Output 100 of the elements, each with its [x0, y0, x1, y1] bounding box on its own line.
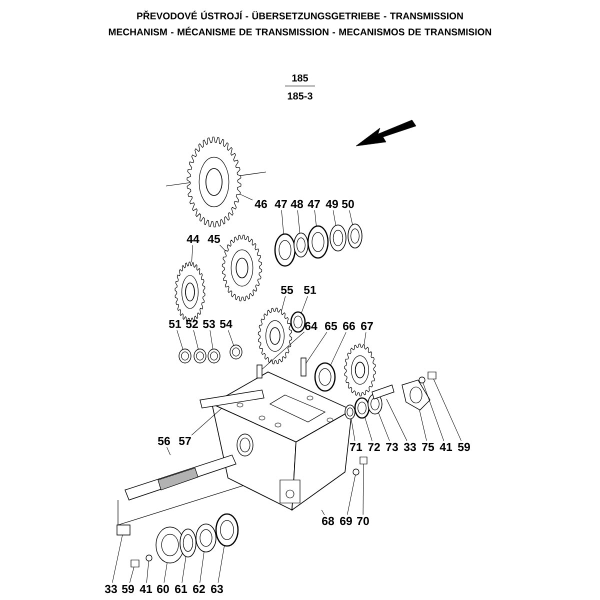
callout-number: 60	[157, 584, 169, 594]
leader-line	[146, 560, 149, 584]
washer	[194, 348, 206, 364]
washer	[178, 348, 192, 364]
callout-number: 48	[290, 200, 304, 208]
leader-line	[378, 412, 390, 442]
callout-number: 44	[186, 235, 200, 243]
bolt	[130, 560, 140, 568]
leader-line	[262, 332, 305, 370]
pin	[256, 364, 262, 378]
callout-number: 66	[343, 322, 355, 330]
callout-number: 53	[202, 320, 215, 328]
callout-number: 51	[304, 286, 316, 294]
pin	[300, 358, 306, 376]
callout-number: 59	[458, 442, 470, 452]
callout-number: 51	[168, 320, 182, 328]
callout-number: 75	[422, 443, 434, 452]
flange	[402, 380, 430, 410]
callout-number: 59	[122, 584, 134, 594]
leader-line	[362, 464, 364, 515]
leader-line	[210, 330, 214, 350]
washer	[230, 344, 242, 360]
leader-line	[219, 244, 226, 251]
leader-line	[218, 545, 225, 583]
leader-line	[166, 446, 171, 456]
callout-number: 63	[211, 584, 223, 594]
pin	[200, 390, 264, 408]
washer	[352, 468, 360, 476]
callout-number: 54	[220, 320, 232, 328]
callout-number: 45	[208, 235, 220, 244]
leader-line	[281, 210, 284, 234]
leader-line	[281, 296, 286, 311]
callout-number: 73	[386, 442, 398, 452]
leader-line	[306, 332, 328, 364]
leader-line	[422, 382, 444, 442]
callout-number: 50	[342, 200, 354, 208]
leader-line	[321, 510, 325, 516]
callout-number: 57	[178, 437, 191, 446]
bearing	[314, 362, 336, 392]
callout-number: 47	[308, 200, 320, 208]
leader-line	[347, 474, 356, 515]
leader-line	[350, 418, 356, 442]
callout-number: 49	[326, 200, 338, 208]
bearing	[290, 311, 306, 333]
leader-line	[240, 194, 253, 200]
leader-line	[297, 210, 300, 234]
callout-number: 33	[404, 442, 416, 452]
bolt	[428, 372, 436, 380]
leader-line	[314, 210, 317, 226]
ring	[196, 524, 216, 552]
callout-number: 41	[440, 443, 452, 451]
callout-number: 71	[350, 443, 362, 451]
pin	[116, 524, 130, 536]
callout-number: 67	[361, 322, 373, 330]
callout-number: 70	[357, 516, 369, 526]
leader-line	[301, 296, 308, 314]
washer	[146, 554, 152, 562]
callout-number: 52	[186, 320, 198, 328]
gear	[222, 234, 262, 302]
washer	[418, 376, 426, 384]
callout-number: 55	[280, 286, 294, 294]
ring	[294, 232, 308, 258]
leader-line	[129, 566, 134, 584]
leader-line	[332, 210, 336, 226]
leader-line	[193, 330, 199, 350]
callout-number: 47	[274, 200, 287, 208]
gear	[186, 136, 242, 228]
callout-number: 46	[254, 200, 267, 208]
callout-number: 64	[305, 322, 318, 330]
callout-number: 72	[368, 443, 380, 452]
leader-line	[433, 378, 462, 442]
ring	[180, 528, 196, 558]
leader-line	[164, 562, 168, 583]
pin	[372, 384, 394, 400]
callout-number: 68	[322, 516, 334, 526]
bolt	[360, 456, 368, 464]
sheet-number: 185-3	[288, 92, 312, 100]
washer	[208, 348, 220, 364]
leader-line	[228, 330, 234, 346]
bearing	[274, 233, 296, 267]
ring	[348, 224, 362, 248]
callout-number: 56	[158, 436, 170, 446]
leader-line	[364, 332, 366, 346]
title: PŘEVODOVÉ ÚSTROJÍ - ÜBERSETZUNGSGETRIEBE - TRANSMISSION MECHANISM - MÉCANISME DE TRANSMISSION - MECANISMOS DE TRANSMISION	[108, 10, 492, 36]
leader-line	[364, 416, 372, 442]
callout-number: 62	[193, 584, 205, 594]
callout-number: 65	[325, 322, 338, 330]
callout-number: 41	[140, 585, 152, 593]
ring	[330, 224, 346, 252]
bearing	[307, 225, 329, 259]
bearing	[215, 513, 239, 547]
leader-line	[112, 534, 123, 583]
leader-line	[386, 398, 408, 442]
washer	[344, 404, 356, 420]
leader-line	[182, 556, 186, 583]
shaft	[124, 454, 236, 500]
leader-line	[349, 210, 353, 226]
callout-number: 33	[104, 584, 117, 594]
leader-line	[191, 244, 193, 262]
callout-number: 61	[175, 584, 188, 594]
